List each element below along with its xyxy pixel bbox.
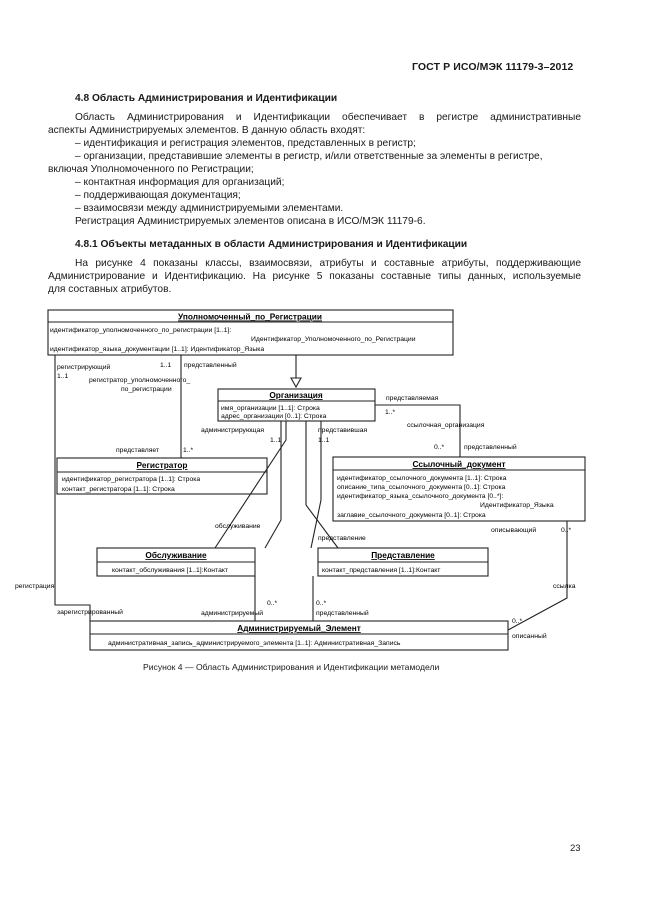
class-attr: административная_запись_администрируемог…	[108, 640, 401, 647]
class-title-submission: Представление	[371, 550, 435, 560]
role-label: представляемая	[386, 395, 439, 402]
association-name: по_регистрации	[121, 386, 172, 393]
role-label: представляет	[116, 447, 159, 454]
text-line: – поддерживающая документация;	[75, 190, 241, 201]
class-title-organization: Организация	[269, 390, 323, 400]
page-number: 23	[570, 843, 581, 854]
class-attr: адрес_организации [0..1]: Строка	[221, 413, 327, 420]
text-line: – идентификация и регистрация элементов,…	[75, 138, 416, 149]
role-label: описывающий	[491, 526, 536, 534]
text-line: включая Уполномоченного по Регистрации;	[48, 164, 254, 175]
association-name: ссылка	[553, 583, 576, 590]
multiplicity-label: 0..*	[512, 618, 523, 625]
class-attr: описание_типа_ссылочного_документа [0..1…	[337, 484, 506, 491]
multiplicity-label: 0..*	[267, 600, 278, 607]
role-label: представленный	[184, 361, 237, 369]
multiplicity-label: 1..1	[160, 362, 172, 369]
document-header: ГОСТ Р ИСО/МЭК 11179-3–2012	[412, 61, 574, 73]
class-title-registration-authority: Уполномоченный_по_Регистрации	[178, 312, 322, 322]
class-attr: идентификатор_ссылочного_документа [1..1…	[337, 475, 507, 482]
text-line: На рисунке 4 показаны классы, взаимосвяз…	[75, 258, 581, 269]
class-attr: Идентификатор_Языка	[480, 502, 554, 509]
multiplicity-label: 0..*	[561, 527, 572, 534]
role-label: представившая	[318, 427, 368, 434]
class-attr: контакт_обслуживания [1..1]:Контакт	[112, 566, 228, 574]
role-label: администрирующая	[201, 427, 264, 434]
figure-caption: Рисунок 4 — Область Администрирования и …	[143, 662, 440, 672]
class-title-stewardship: Обслуживание	[145, 550, 207, 560]
multiplicity-label: 0..*	[316, 600, 327, 607]
subsection-title: 4.8.1 Объекты метаданных в области Админ…	[75, 239, 468, 250]
text-line: Область Администрирования и Идентификаци…	[75, 112, 581, 123]
class-attr: идентификатор_языка_ссылочного_документа…	[337, 493, 503, 500]
class-attr: идентификатор_регистратора [1..1]: Строк…	[62, 476, 200, 483]
class-title-reference-document: Ссылочный_документ	[412, 459, 505, 469]
association-name: регистрация	[15, 583, 55, 590]
class-attr: Идентификатор_Уполномоченного_по_Регистр…	[251, 336, 416, 343]
text-line: – взаимосвязи между администрируемыми эл…	[75, 203, 344, 214]
association-submission	[305, 421, 339, 549]
association-stewardship	[214, 421, 287, 549]
section-title: 4.8 Область Администрирования и Идентифи…	[75, 93, 338, 104]
multiplicity-label: 1..1	[57, 373, 69, 380]
class-box-registration-authority	[47, 309, 454, 356]
role-label: представленный	[316, 609, 369, 617]
association-administering	[264, 421, 282, 549]
text-line: аспекты Администрируемых элементов. В да…	[48, 125, 366, 136]
class-attr: заглавие_ссылочного_документа [0..1]: Ст…	[337, 512, 486, 519]
association-registration	[54, 355, 91, 621]
text-line: Регистрация Администрируемых элементов о…	[75, 216, 426, 227]
class-title-registrar: Регистратор	[137, 460, 188, 470]
association-name: представление	[318, 535, 366, 542]
class-attr: идентификатор_уполномоченного_по_регистр…	[50, 327, 231, 334]
class-attr: идентификатор_языка_документации [1..1]:…	[50, 346, 264, 353]
role-label: представленный	[464, 443, 517, 451]
text-line: – организации, представившие элементы в …	[75, 151, 543, 162]
association-name: регистратор_уполномоченного_	[89, 377, 190, 384]
class-attr: контакт_представления [1..1]:Контакт	[322, 567, 440, 574]
multiplicity-label: 1..1	[270, 437, 282, 444]
text-line: для составных атрибутов.	[48, 284, 172, 295]
association-name: обслуживание	[215, 522, 261, 530]
association-reference	[507, 521, 568, 631]
class-title-administered-item: Администрируемый_Элемент	[237, 623, 361, 633]
role-label: зарегистрированный	[57, 608, 123, 616]
class-box-reference-document	[332, 456, 586, 522]
text-line: – контактная информация для организаций;	[75, 177, 285, 188]
class-box-registrar	[56, 457, 268, 495]
association-reference-organization	[375, 404, 461, 457]
multiplicity-label: 1..*	[385, 409, 396, 416]
generalization-arrow	[290, 377, 302, 389]
role-label: администрируемый	[201, 609, 263, 617]
text-line: Администрирование и Идентификацию. На ри…	[48, 271, 581, 282]
role-label: регистрирующий	[57, 363, 111, 371]
class-attr: контакт_регистратора [1..1]: Строка	[62, 486, 175, 493]
class-box-administered-item	[89, 620, 509, 651]
multiplicity-label: 1..1	[318, 437, 330, 444]
class-attr: имя_организации [1..1]: Строка	[221, 405, 320, 412]
multiplicity-label: 0..*	[434, 444, 445, 451]
association-name: ссылочная_организация	[407, 422, 485, 429]
multiplicity-label: 1..*	[183, 447, 194, 454]
role-label: описанный	[512, 632, 547, 640]
